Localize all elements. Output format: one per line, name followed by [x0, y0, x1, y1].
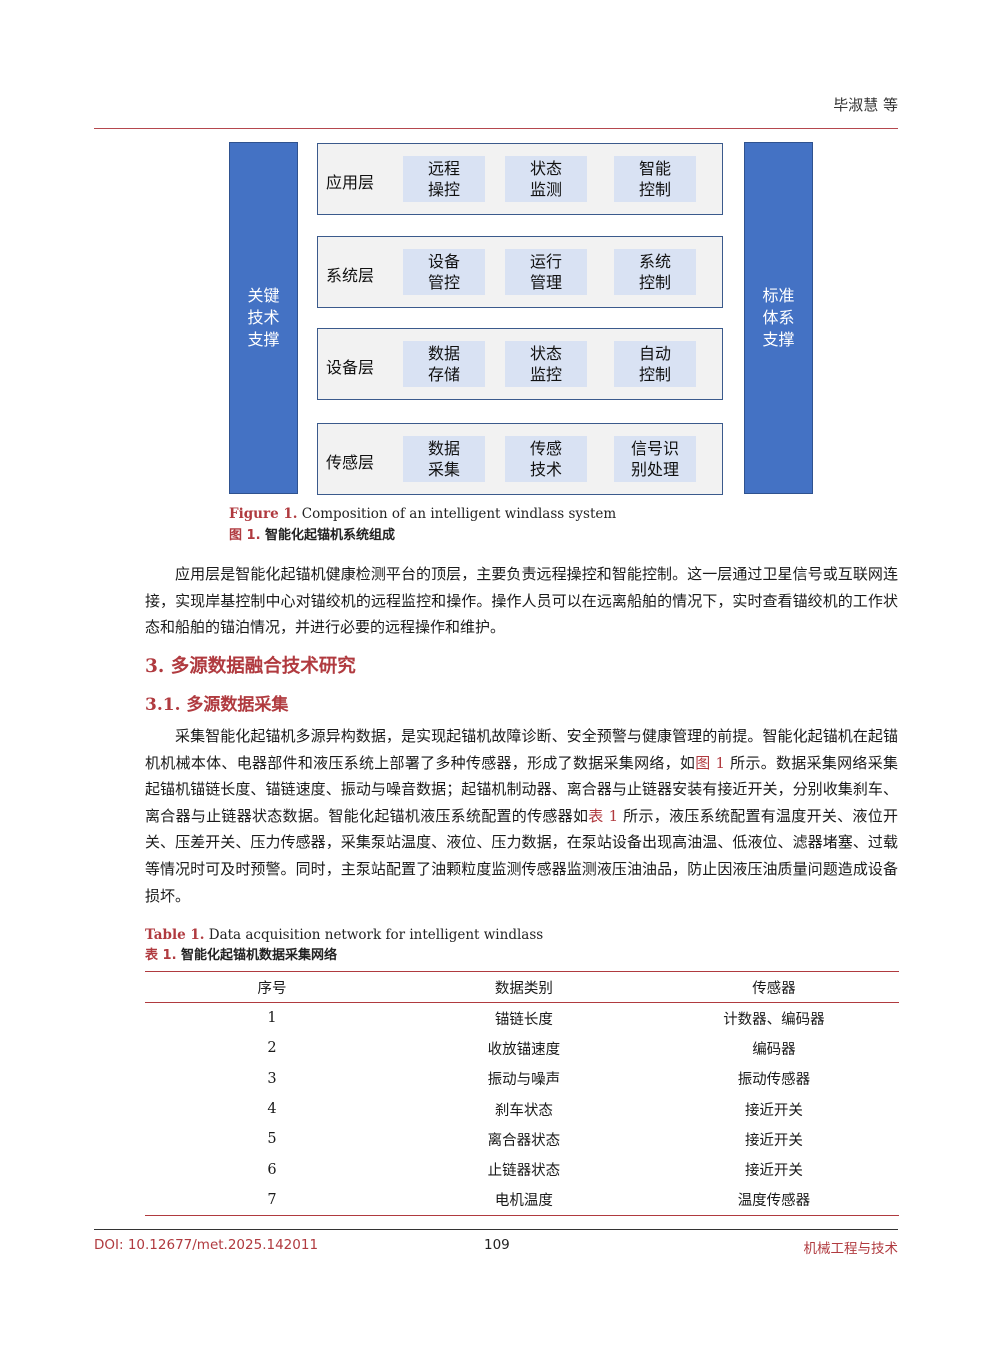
layer-device-function-2: 状态 监控	[505, 341, 587, 387]
figure-1-link[interactable]: 图 1	[695, 753, 726, 772]
layer-sensing-function-3: 信号识 别处理	[614, 436, 696, 482]
layer-system-function-1: 设备 管控	[403, 249, 485, 295]
figure-caption-zh: 图 1. 智能化起锚机系统组成	[229, 524, 395, 543]
cell-sensor: 振动传感器	[737, 1072, 811, 1089]
layer-device-function-3: 自动 控制	[614, 341, 696, 387]
table-label-en: Table 1.	[145, 927, 205, 943]
layer-device-function-1: 数据 存储	[403, 341, 485, 387]
figure-label-zh: 图 1.	[229, 528, 261, 543]
cell-sensor: 接近开关	[744, 1102, 803, 1119]
standard-system-support-bar: 标准 体系 支撑	[744, 142, 813, 494]
table-row: 7 电机温度 温度传感器	[145, 1185, 899, 1216]
cell-index: 3	[267, 1070, 277, 1087]
header-rule	[94, 128, 898, 129]
key-tech-support-bar: 关键 技术 支撑	[229, 142, 298, 494]
paragraph-data-acquisition: 采集智能化起锚机多源异构数据，是实现起锚机故障诊断、安全预警与健康管理的前提。智…	[145, 723, 898, 909]
table-1-link[interactable]: 表 1	[588, 806, 619, 825]
paragraph-2-part-c: 所示，液压系统配置有温度开关、液位开关、压差开关、压力传感器，采集泵站温度、液位…	[145, 806, 898, 905]
section-heading-3: 3. 多源数据融合技术研究	[145, 656, 356, 677]
cell-sensor: 编码器	[752, 1041, 796, 1058]
figure-caption-en-text: Composition of an intelligent windlass s…	[297, 506, 617, 522]
layer-application-function-2: 状态 监测	[505, 156, 587, 202]
col-header-index: 序号	[145, 971, 399, 1003]
table-caption-zh-text: 智能化起锚机数据采集网络	[176, 948, 338, 963]
layer-label-system: 系统层	[326, 266, 375, 285]
layer-sensing-function-2: 传感 技术	[505, 436, 587, 482]
col-header-sensor: 传感器	[648, 971, 899, 1003]
table-row: 5 离合器状态 接近开关	[145, 1124, 899, 1154]
cell-category: 离合器状态	[487, 1132, 561, 1149]
layer-label-device: 设备层	[326, 358, 375, 377]
col-header-category: 数据类别	[398, 971, 649, 1003]
layer-application-function-3: 智能 控制	[614, 156, 696, 202]
cell-sensor: 接近开关	[744, 1163, 803, 1180]
layer-system-function-2: 运行 管理	[505, 249, 587, 295]
footer-page-number: 109	[484, 1237, 510, 1253]
cell-index: 7	[267, 1191, 277, 1208]
layer-label-sensing: 传感层	[326, 453, 375, 472]
cell-index: 1	[267, 1010, 277, 1027]
paragraph-2-part-b: 所示。数据采集网络采集起锚机锚链长度、锚链速度、振动与噪音数据；起锚机制动器、离…	[145, 753, 898, 825]
table-caption-zh: 表 1. 智能化起锚机数据采集网络	[145, 944, 337, 963]
cell-index: 4	[267, 1101, 277, 1118]
layer-sensing-function-1: 数据 采集	[403, 436, 485, 482]
footer-rule	[94, 1229, 898, 1230]
footer-journal: 机械工程与技术	[803, 1241, 899, 1257]
cell-category: 收放锚速度	[487, 1041, 561, 1058]
figure-caption-zh-text: 智能化起锚机系统组成	[260, 528, 396, 543]
table-row: 3 振动与噪声 振动传感器	[145, 1064, 899, 1094]
running-header-author: 毕淑慧 等	[833, 96, 898, 114]
cell-index: 2	[267, 1040, 277, 1057]
section-heading-3-1: 3.1. 多源数据采集	[145, 695, 289, 715]
cell-sensor: 接近开关	[744, 1132, 803, 1149]
cell-index: 6	[267, 1161, 277, 1178]
table-label-zh: 表 1.	[145, 948, 177, 963]
footer-doi: DOI: 10.12677/met.2025.142011	[94, 1237, 319, 1253]
table-row: 4 刹车状态 接近开关	[145, 1094, 899, 1124]
table-caption-en: Table 1. Data acquisition network for in…	[145, 927, 543, 943]
table-row: 1 锚链长度 计数器、编码器	[145, 1003, 899, 1034]
table-row: 2 收放锚速度 编码器	[145, 1033, 899, 1063]
figure-label-en: Figure 1.	[229, 506, 298, 522]
cell-index: 5	[267, 1131, 277, 1148]
table-row: 6 止链器状态 接近开关	[145, 1154, 899, 1184]
figure-caption-en: Figure 1. Composition of an intelligent …	[229, 506, 616, 522]
table-header-row: 序号 数据类别 传感器	[145, 971, 899, 1003]
paragraph-2-part-a: 采集智能化起锚机多源异构数据，是实现起锚机故障诊断、安全预警与健康管理的前提。智…	[145, 727, 898, 772]
layer-label-application: 应用层	[326, 173, 375, 192]
data-table-wrapper: 序号 数据类别 传感器 1 锚链长度 计数器、编码器 2 收放锚速度 编码器 3 振动与噪声 振…	[145, 971, 899, 1217]
layer-system-function-3: 系统 控制	[614, 249, 696, 295]
cell-category: 锚链长度	[494, 1011, 553, 1028]
cell-category: 电机温度	[494, 1193, 553, 1210]
cell-sensor: 温度传感器	[737, 1193, 811, 1210]
cell-category: 止链器状态	[487, 1163, 561, 1180]
paragraph-application-layer: 应用层是智能化起锚机健康检测平台的顶层，主要负责远程操控和智能控制。这一层通过卫…	[145, 561, 898, 641]
cell-sensor: 计数器、编码器	[723, 1011, 825, 1028]
data-acquisition-table: 序号 数据类别 传感器 1 锚链长度 计数器、编码器 2 收放锚速度 编码器 3 振动与噪声 振…	[145, 971, 899, 1217]
layer-application-function-1: 远程 操控	[403, 156, 485, 202]
paragraph-1-text: 应用层是智能化起锚机健康检测平台的顶层，主要负责远程操控和智能控制。这一层通过卫…	[145, 565, 898, 637]
table-caption-en-text: Data acquisition network for intelligent…	[204, 927, 544, 943]
cell-category: 刹车状态	[494, 1102, 553, 1119]
cell-category: 振动与噪声	[487, 1072, 561, 1089]
